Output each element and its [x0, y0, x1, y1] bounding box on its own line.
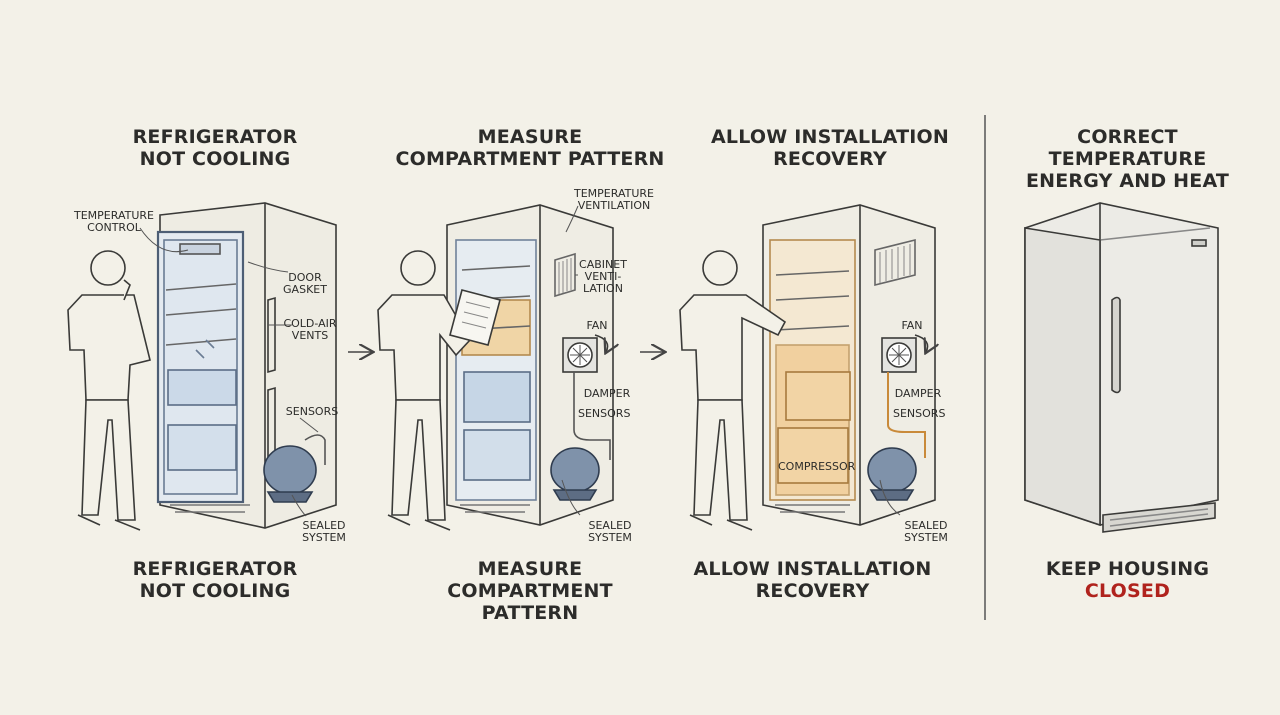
label-sensors-1: SENSORS	[285, 405, 339, 418]
label-compressor: COMPRESSOR	[778, 460, 856, 473]
label-sensors-2: SENSORS	[578, 407, 631, 420]
label-fan-3: FAN	[901, 319, 923, 332]
fridge-open-panel-1	[156, 202, 337, 529]
person-thinking	[67, 250, 151, 531]
closed-emphasis: CLOSED	[1084, 580, 1171, 602]
fridge-recovery-panel-3	[762, 204, 935, 526]
fridge-xray-panel-2	[446, 204, 613, 526]
label-sensors-3: SENSORS	[893, 407, 946, 420]
leader-lines	[139, 205, 901, 517]
fridge-closed-panel-4	[1024, 202, 1219, 533]
label-damper-3: DAMPER	[894, 387, 942, 400]
person-pointing	[679, 250, 787, 531]
person-with-clipboard	[377, 250, 501, 531]
label-fan-2: FAN	[586, 319, 608, 332]
label-damper-2: DAMPER	[583, 387, 631, 400]
